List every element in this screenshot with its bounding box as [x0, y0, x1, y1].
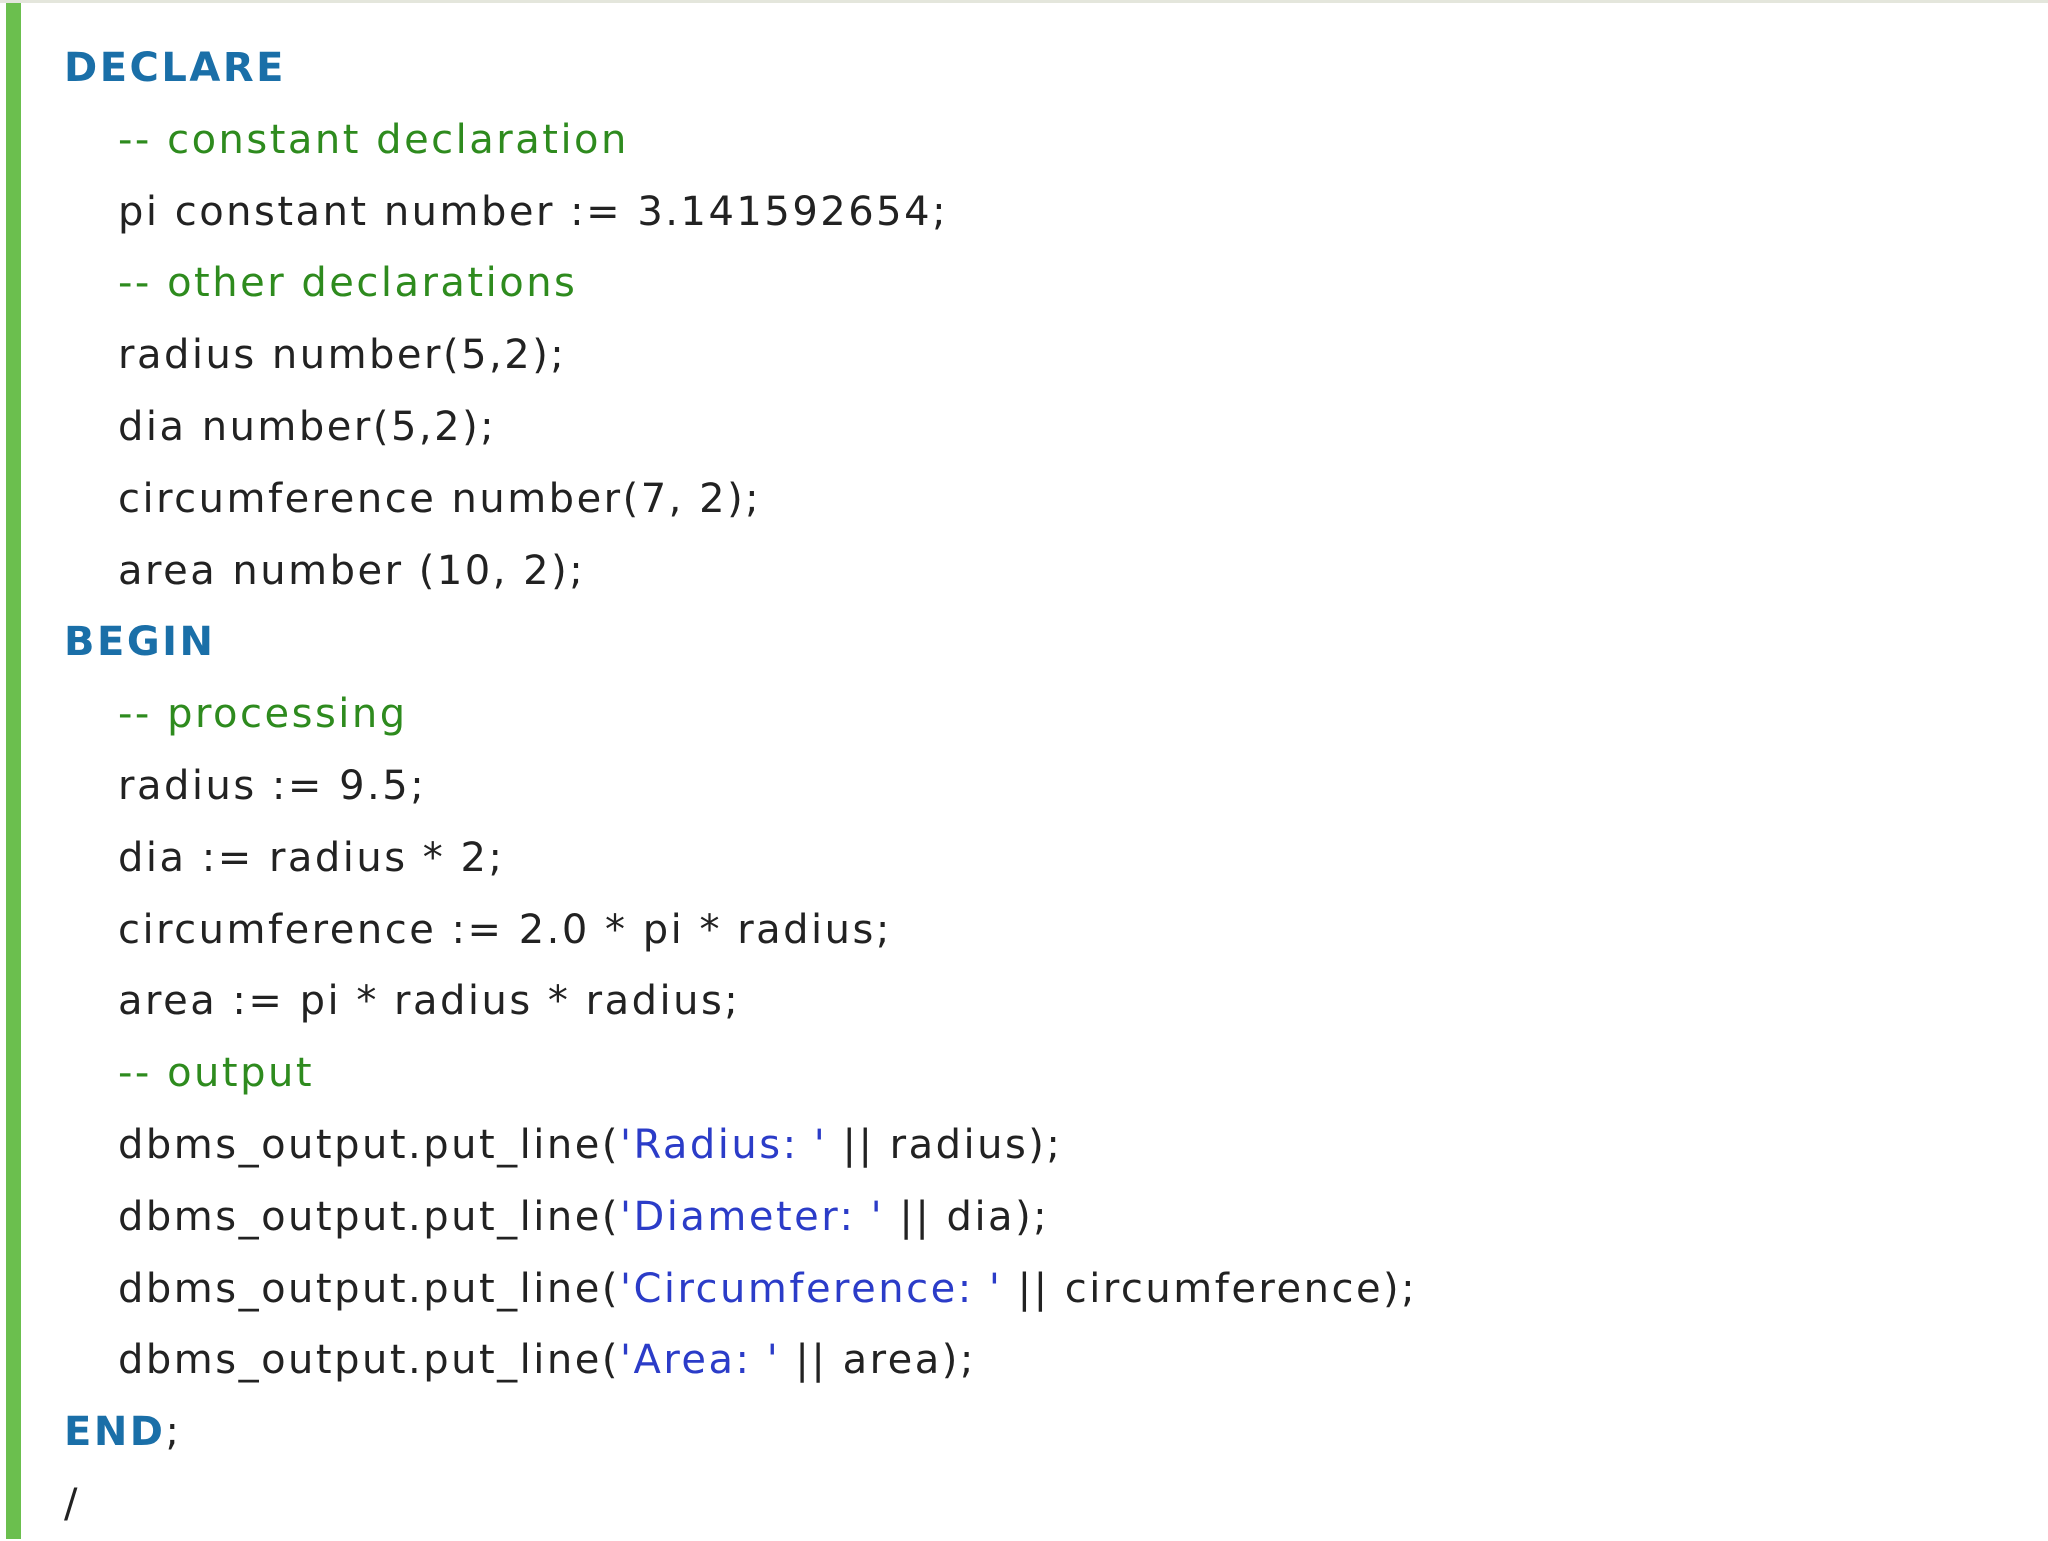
keyword-declare: DECLARE — [64, 45, 286, 91]
code-line-comment-other: -- other declarations — [0, 248, 2048, 320]
keyword-end: END — [64, 1409, 166, 1456]
circumference-assignment: circumference := 2.0 * pi * radius; — [118, 906, 892, 953]
code-line-comment-output: -- output — [0, 1038, 2048, 1110]
output-circumference-rest: || circumference); — [1002, 1265, 1418, 1312]
output-area-rest: || area); — [780, 1337, 976, 1384]
put-line-call: dbms_output.put_line( — [118, 1193, 620, 1240]
comment-output: -- output — [118, 1050, 315, 1097]
dia-declaration: dia number(5,2); — [118, 403, 497, 450]
code-line-radius-decl: radius number(5,2); — [0, 320, 2048, 392]
code-line-dia-assign: dia := radius * 2; — [0, 823, 2048, 895]
code-line-pi: pi constant number := 3.141592654; — [0, 177, 2048, 249]
code-line-output-area: dbms_output.put_line('Area: ' || area); — [0, 1325, 2048, 1397]
radius-declaration: radius number(5,2); — [118, 332, 567, 379]
output-diameter-rest: || dia); — [884, 1193, 1050, 1240]
area-declaration: area number (10, 2); — [118, 547, 586, 594]
code-block: DECLARE -- constant declaration pi const… — [0, 33, 2048, 1541]
code-line-output-radius: dbms_output.put_line('Radius: ' || radiu… — [0, 1110, 2048, 1182]
code-line-comment-constant: -- constant declaration — [0, 105, 2048, 177]
code-line-comment-processing: -- processing — [0, 679, 2048, 751]
dia-assignment: dia := radius * 2; — [118, 834, 505, 881]
code-line-circumference-decl: circumference number(7, 2); — [0, 464, 2048, 536]
put-line-call: dbms_output.put_line( — [118, 1265, 620, 1312]
end-semicolon: ; — [165, 1409, 182, 1456]
code-line-area-decl: area number (10, 2); — [0, 536, 2048, 608]
code-line-area-assign: area := pi * radius * radius; — [0, 966, 2048, 1038]
area-assignment: area := pi * radius * radius; — [118, 978, 741, 1025]
code-line-terminator: / — [0, 1469, 2048, 1541]
comment-other-declarations: -- other declarations — [118, 260, 578, 307]
code-line-dia-decl: dia number(5,2); — [0, 392, 2048, 464]
code-line-end: END; — [0, 1397, 2048, 1469]
keyword-begin: BEGIN — [64, 619, 216, 666]
circumference-declaration: circumference number(7, 2); — [118, 475, 762, 522]
code-line-output-diameter: dbms_output.put_line('Diameter: ' || dia… — [0, 1182, 2048, 1254]
comment-processing: -- processing — [118, 691, 408, 738]
put-line-call: dbms_output.put_line( — [118, 1337, 620, 1384]
string-literal-circumference: 'Circumference: ' — [619, 1265, 1003, 1312]
output-radius-rest: || radius); — [827, 1121, 1063, 1168]
string-literal-area: 'Area: ' — [619, 1337, 781, 1384]
comment-constant-declaration: -- constant declaration — [118, 116, 629, 163]
code-line-declare: DECLARE — [0, 33, 2048, 105]
code-line-begin: BEGIN — [0, 607, 2048, 679]
radius-assignment: radius := 9.5; — [118, 762, 427, 809]
string-literal-diameter: 'Diameter: ' — [619, 1193, 885, 1240]
code-line-output-circumference: dbms_output.put_line('Circumference: ' |… — [0, 1254, 2048, 1326]
pi-constant-declaration: pi constant number := 3.141592654; — [118, 188, 949, 235]
string-literal-radius: 'Radius: ' — [619, 1121, 828, 1168]
put-line-call: dbms_output.put_line( — [118, 1121, 620, 1168]
code-line-circumference-assign: circumference := 2.0 * pi * radius; — [0, 895, 2048, 967]
code-accent-bar — [6, 3, 21, 1539]
block-terminator: / — [64, 1480, 80, 1527]
code-line-radius-assign: radius := 9.5; — [0, 751, 2048, 823]
